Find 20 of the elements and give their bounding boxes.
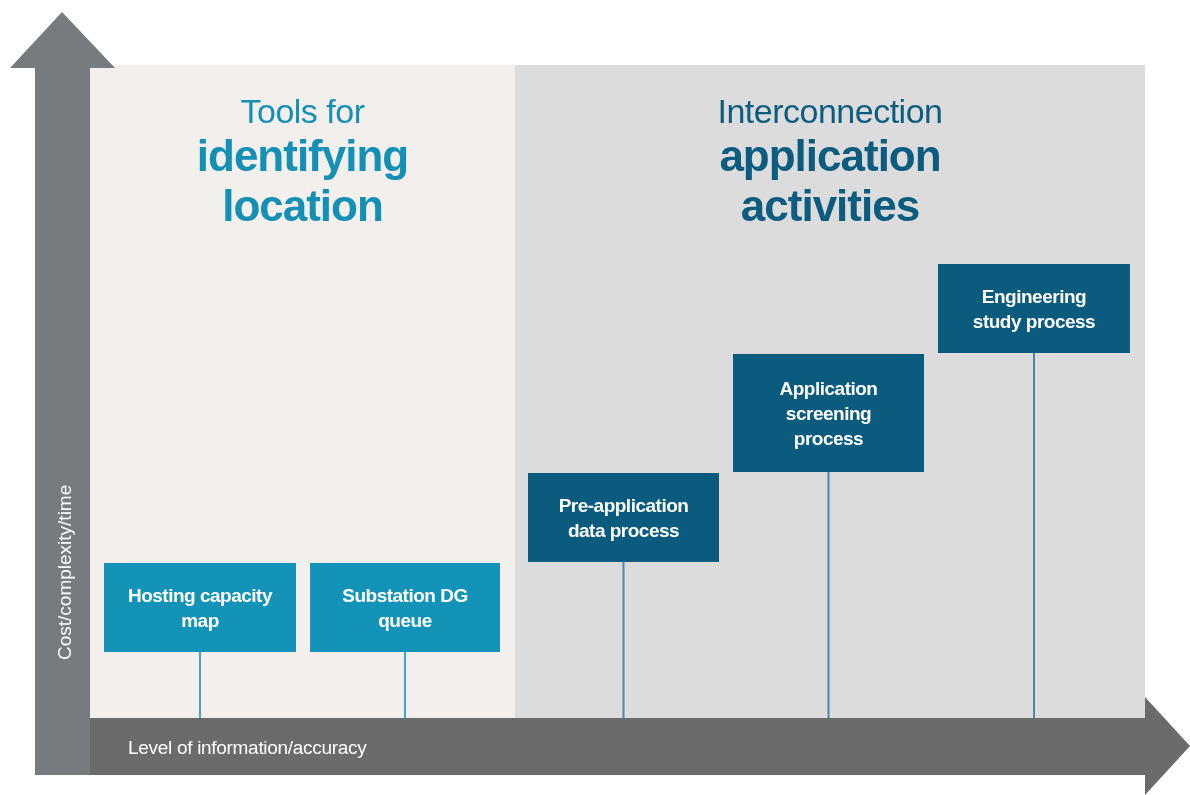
process-box: Pre-application data process: [528, 473, 719, 562]
panel-background: [90, 65, 515, 718]
connector-line: [622, 561, 625, 719]
panel-heading: application activities: [718, 131, 942, 231]
x-axis-arrow: [90, 697, 1190, 795]
process-box: Application screening process: [733, 354, 924, 472]
panel-heading: Interconnection: [717, 91, 943, 131]
panel-heading: Tools for: [240, 91, 365, 131]
process-box: Substation DG queue: [310, 563, 500, 652]
connector-line: [827, 471, 830, 719]
connector-line: [199, 651, 201, 719]
axis-label: Level of information/accuracy: [128, 736, 367, 760]
connector-line: [404, 651, 406, 719]
axis-label: Cost/complexity/time: [53, 483, 76, 662]
panel-heading: identifying location: [195, 131, 410, 231]
panel-background: [515, 65, 1145, 718]
process-box: Engineering study process: [938, 264, 1130, 353]
connector-line: [1033, 352, 1035, 719]
process-box: Hosting capacity map: [104, 563, 296, 652]
y-axis-arrow: [10, 12, 115, 775]
